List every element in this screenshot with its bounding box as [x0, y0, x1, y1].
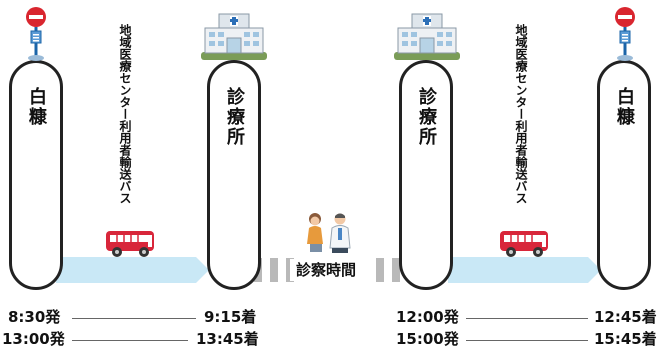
stop-pillar-clinic-right: 診療所	[399, 60, 453, 290]
bus-service-label-left: 地域医療センター利用者輸送バス	[118, 24, 132, 204]
stop-pillar-clinic-left: 診療所	[207, 60, 261, 290]
bus-stop-icon	[26, 7, 46, 61]
time-row2-departure-2: 15:00発	[396, 330, 459, 348]
stop-name-shirota-left: 白糠	[26, 87, 47, 127]
hospital-icon	[201, 13, 267, 60]
doctor-patient-icon	[307, 213, 351, 253]
route-arrow-left	[56, 257, 209, 283]
hospital-icon	[394, 13, 460, 60]
time-row2-departure-1: 13:00発	[2, 330, 65, 348]
time-row2-arrival-2: 15:45着	[594, 330, 657, 348]
stop-name-shirota-right: 白糠	[614, 87, 635, 127]
stop-pillar-shirota-right: 白糠	[597, 60, 651, 290]
stop-name-clinic-right: 診療所	[416, 87, 437, 147]
bus-icon	[106, 231, 154, 257]
time-row2-arrival-1: 13:45着	[196, 330, 259, 348]
route-arrow-right	[448, 257, 601, 283]
time-connector	[72, 318, 196, 319]
time-connector	[466, 340, 588, 341]
consultation-label: 診察時間	[290, 259, 362, 281]
bus-icon	[500, 231, 548, 257]
time-connector	[466, 318, 588, 319]
bus-service-label-right: 地域医療センター利用者輸送バス	[514, 24, 528, 204]
time-connector	[72, 340, 188, 341]
time-row1-arrival-2: 12:45着	[594, 308, 657, 326]
bus-stop-icon	[615, 7, 635, 61]
stop-name-clinic-left: 診療所	[224, 87, 245, 147]
time-row1-departure-2: 12:00発	[396, 308, 459, 326]
time-row1-arrival-1: 9:15着	[204, 308, 257, 326]
time-row1-departure-1: 8:30発	[8, 308, 61, 326]
stop-pillar-shirota-left: 白糠	[9, 60, 63, 290]
